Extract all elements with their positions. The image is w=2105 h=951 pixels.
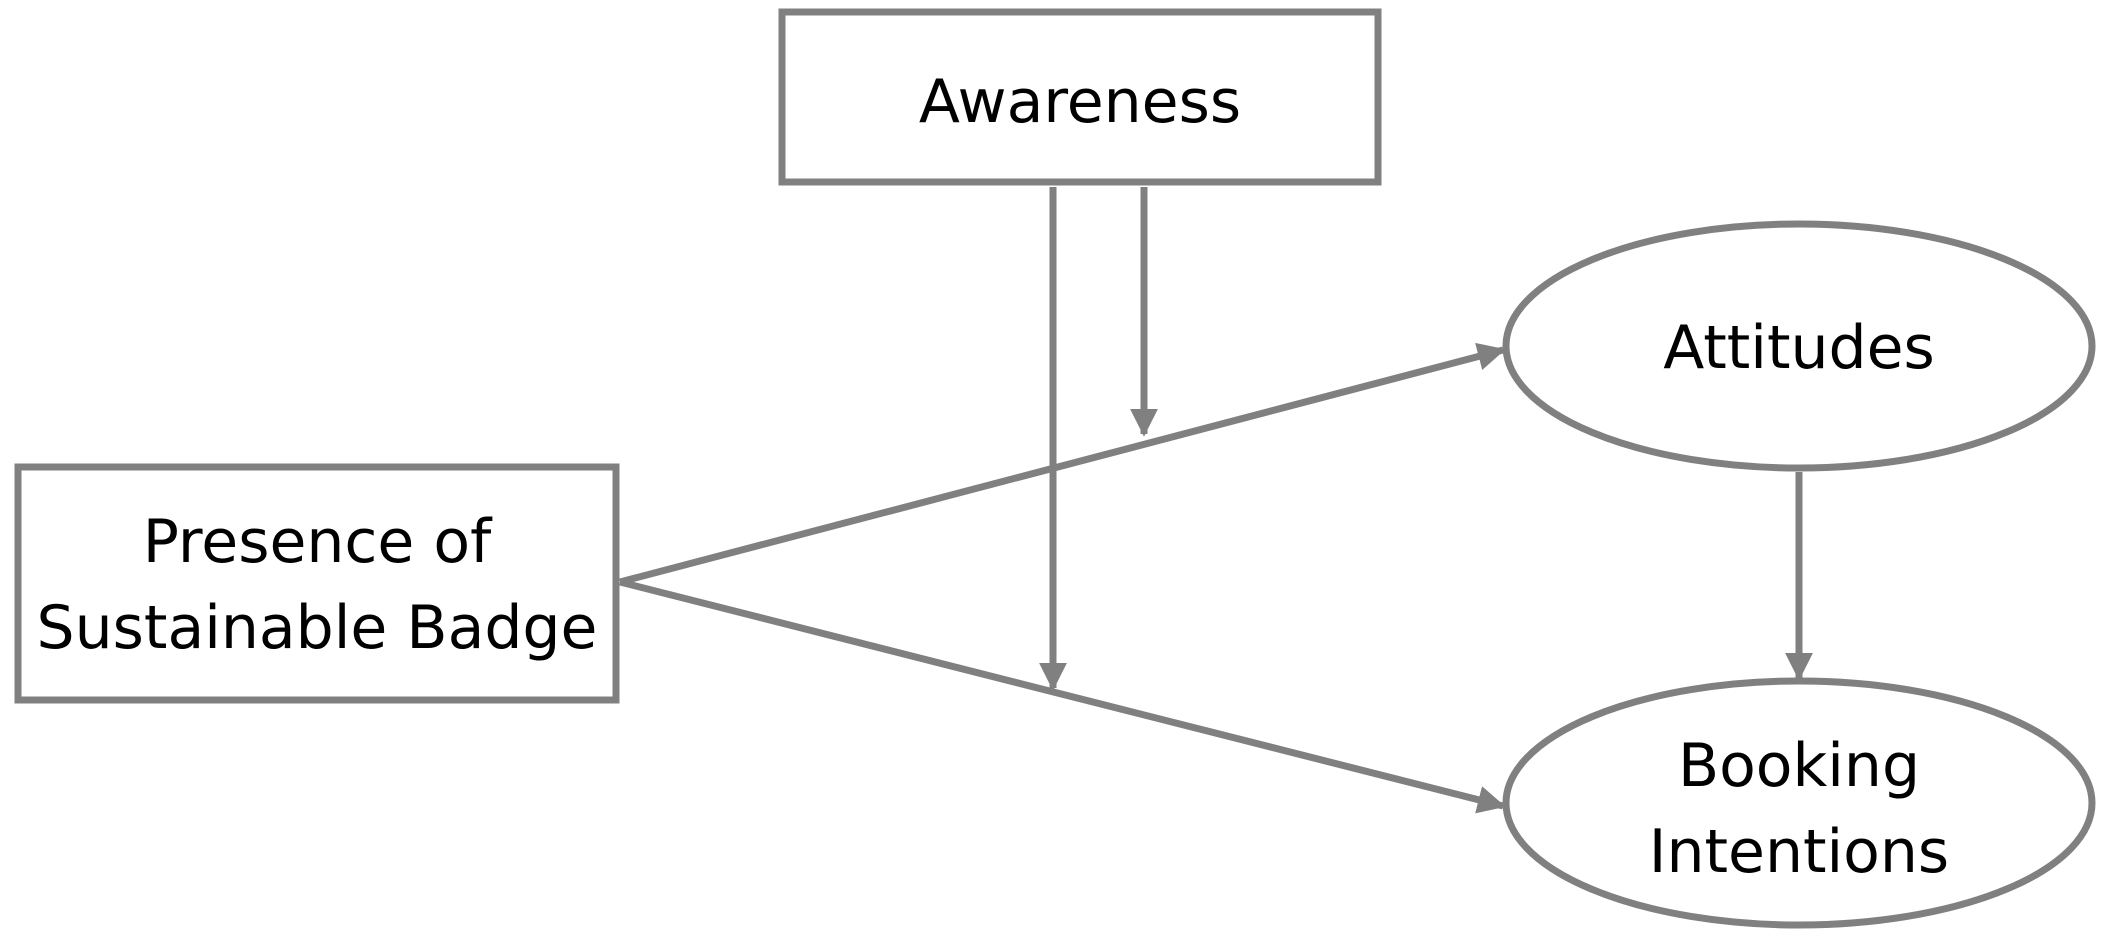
awareness-label: Awareness xyxy=(919,67,1241,137)
attitudes-ellipse xyxy=(1502,220,2096,472)
arrow-badge-to-attitudes xyxy=(619,342,1506,586)
node-awareness: Awareness xyxy=(778,8,1382,186)
awareness-box xyxy=(778,8,1382,186)
node-booking-intentions: Booking Intentions xyxy=(1502,677,2096,929)
edges xyxy=(619,187,1813,814)
badge-label-line-2: Sustainable Badge xyxy=(37,593,598,663)
node-sustainable-badge: Presence of Sustainable Badge xyxy=(14,463,620,704)
arrow-badge-to-booking xyxy=(619,578,1506,814)
booking-label-line-1: Booking xyxy=(1678,731,1920,801)
attitudes-label: Attitudes xyxy=(1663,313,1935,383)
booking-ellipse xyxy=(1502,677,2096,929)
booking-label-line-2: Intentions xyxy=(1649,817,1949,887)
badge-box xyxy=(14,463,620,704)
badge-label-line-1: Presence of xyxy=(143,507,493,577)
node-attitudes: Attitudes xyxy=(1502,220,2096,472)
